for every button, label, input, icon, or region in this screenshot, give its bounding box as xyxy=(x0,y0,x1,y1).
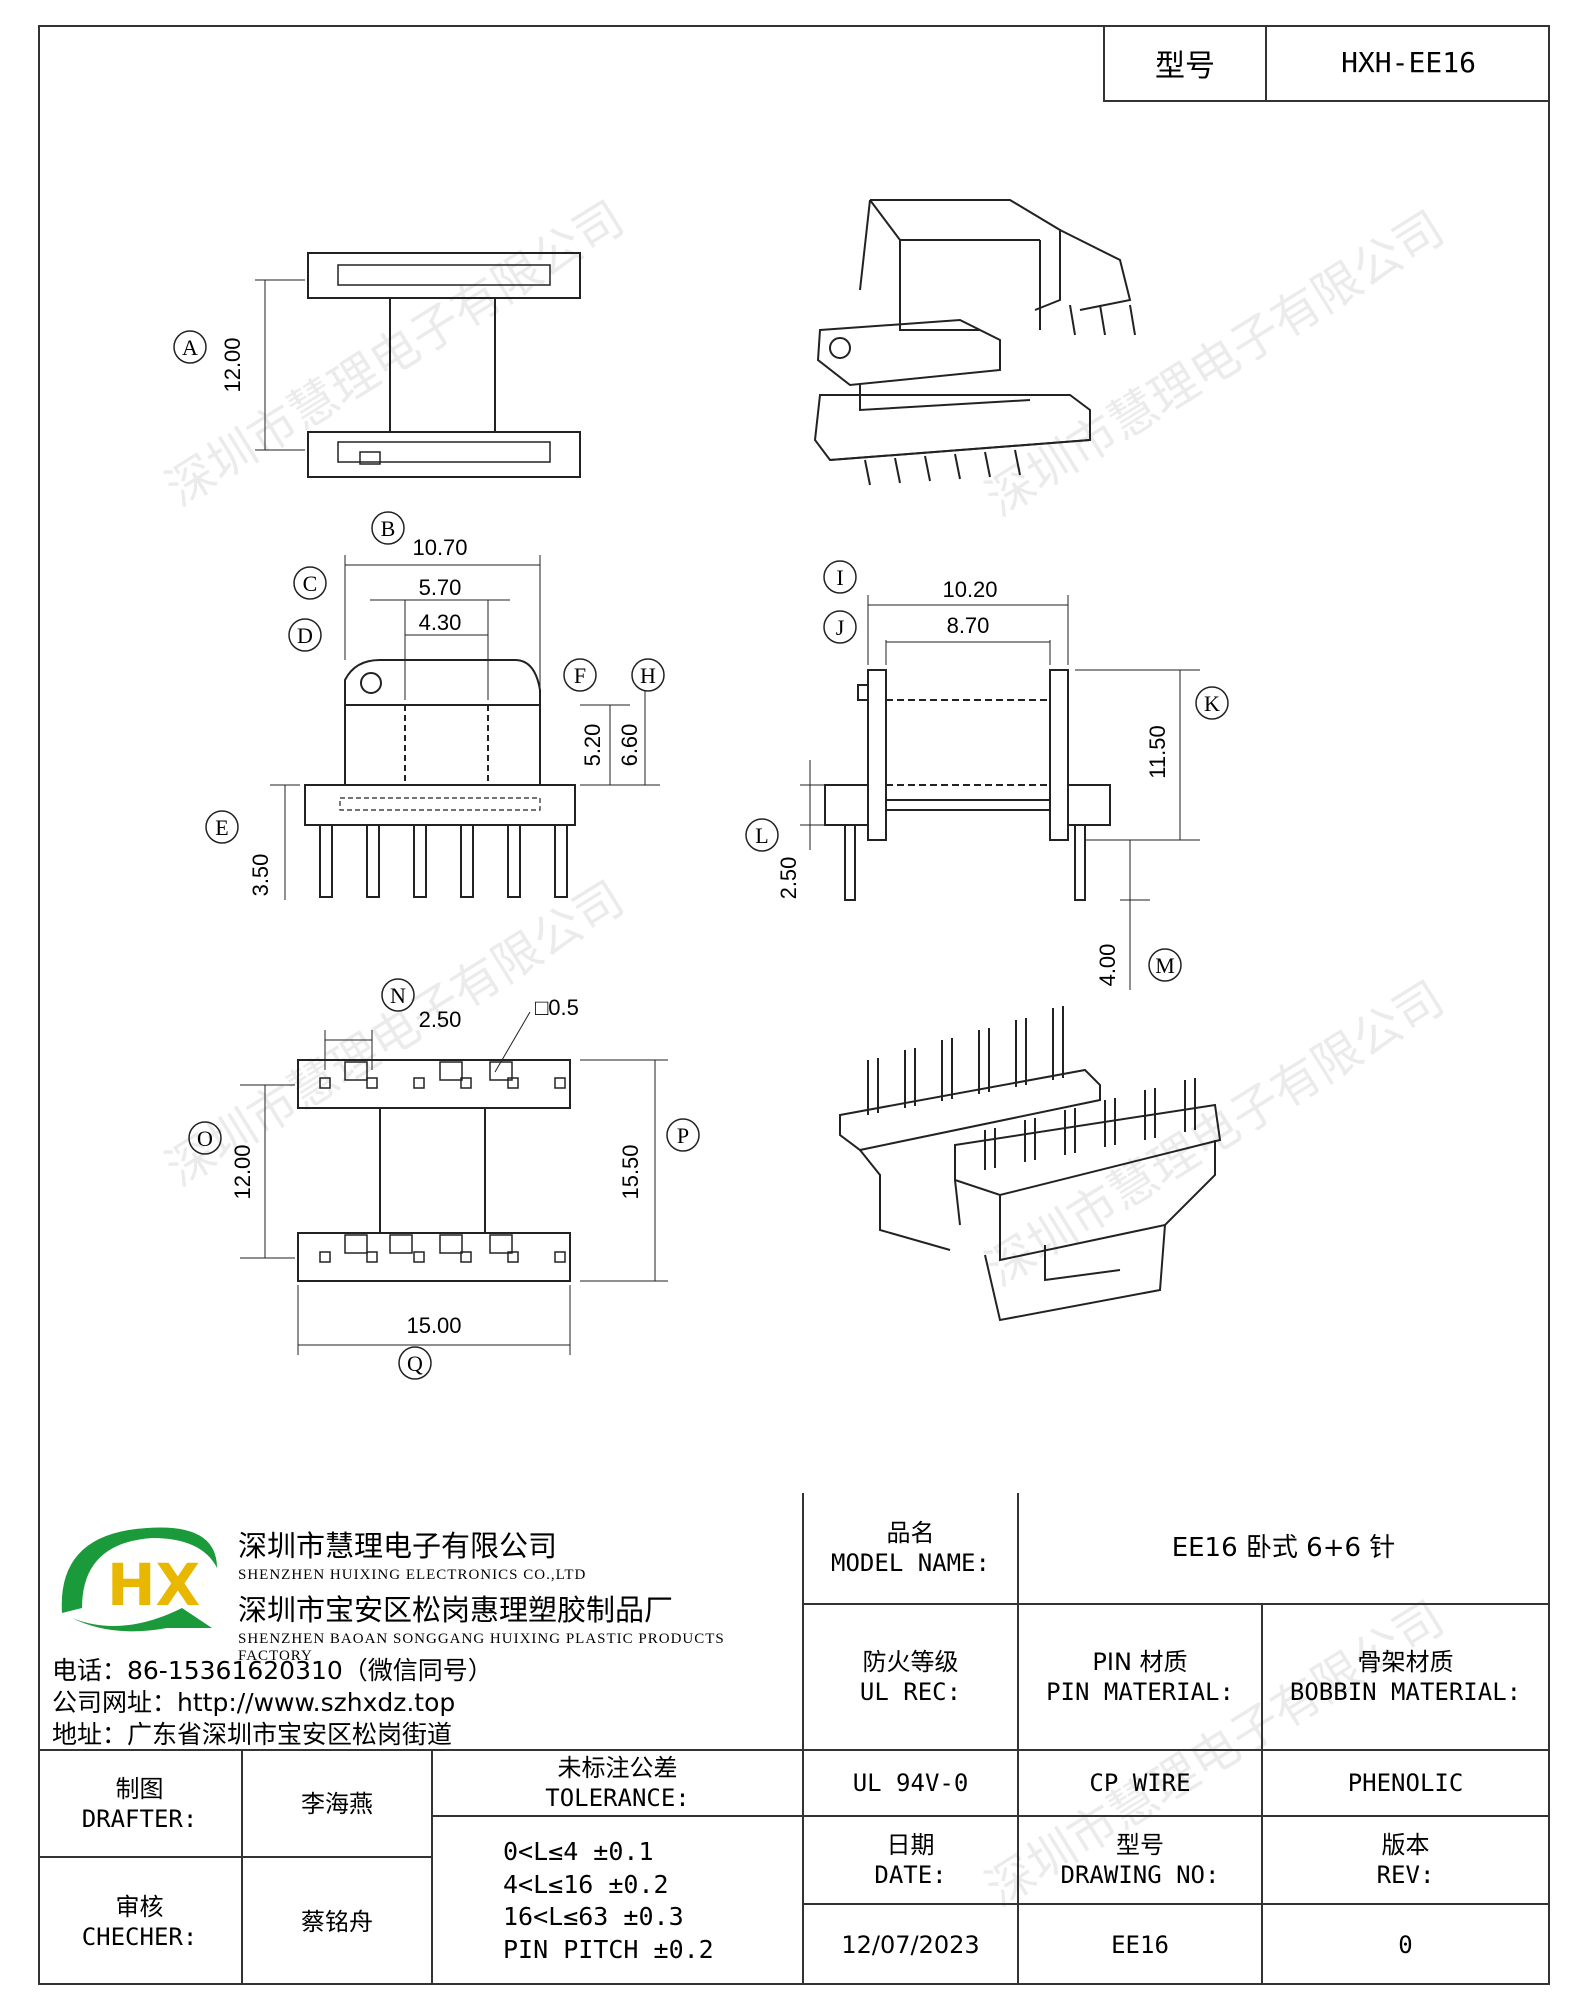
callout-circle-d xyxy=(288,618,322,652)
company-info: HX 深圳市慧理电子有限公司 SHENZHEN HUIXING ELECTRON… xyxy=(38,1493,804,1751)
dim-E-text: 3.50 xyxy=(248,854,273,897)
company-name-cn: 深圳市慧理电子有限公司 xyxy=(238,1529,558,1563)
date-label: 日期 DATE: xyxy=(804,1817,1019,1905)
ul-rec-value: UL 94V-0 xyxy=(804,1751,1019,1817)
dim-H-text: 6.60 xyxy=(617,724,642,767)
view-bottom xyxy=(240,1011,668,1355)
company-website[interactable]: 公司网址：http://www.szhxdz.top xyxy=(52,1688,456,1717)
callout-circle-i xyxy=(823,560,857,594)
callout-circle-h xyxy=(631,658,665,692)
callout-circle-l xyxy=(745,818,779,852)
logo-text: HX xyxy=(107,1551,200,1619)
view-side xyxy=(800,595,1200,990)
date-value: 12/07/2023 xyxy=(804,1905,1019,1985)
technical-drawing: 12.00 xyxy=(173,199,1229,1380)
dim-M-text: 4.00 xyxy=(1095,944,1120,987)
ul-rec-label: 防火等级 UL REC: xyxy=(804,1605,1019,1751)
callout-circle-j xyxy=(823,610,857,644)
pin-material-value: CP WIRE xyxy=(1019,1751,1263,1817)
model-label: 型号 xyxy=(1105,25,1267,100)
dim-C-text: 5.70 xyxy=(419,575,462,600)
view-side-top xyxy=(255,252,581,478)
callout-letter-h: H xyxy=(640,663,656,688)
rev-label: 版本 REV: xyxy=(1263,1817,1550,1905)
callout-circle-e xyxy=(205,810,239,844)
callout-circle-q xyxy=(398,1346,432,1380)
callout-letter-c: C xyxy=(303,571,318,596)
checker-value: 蔡铭舟 xyxy=(243,1858,433,1985)
pin-square-text: □0.5 xyxy=(535,995,579,1020)
callout-circle-m xyxy=(1148,948,1182,982)
callout-letter-f: F xyxy=(574,663,586,688)
callout-circle-b xyxy=(371,511,405,545)
dim-B-text: 10.70 xyxy=(412,535,467,560)
dim-K-text: 11.50 xyxy=(1145,725,1170,778)
callout-letter-l: L xyxy=(755,823,768,848)
drawing-no-label: 型号 DRAWING NO: xyxy=(1019,1817,1263,1905)
dim-F-text: 5.20 xyxy=(580,724,605,767)
callout-circle-n xyxy=(381,978,415,1012)
callout-circle-a xyxy=(173,330,207,364)
callout-letter-e: E xyxy=(215,815,228,840)
model-header: 型号 HXH-EE16 xyxy=(1103,25,1550,102)
callout-circle-k xyxy=(1195,686,1229,720)
dim-A-text: 12.00 xyxy=(220,337,245,392)
bobbin-material-value: PHENOLIC xyxy=(1263,1751,1550,1817)
drawing-no-value: EE16 xyxy=(1019,1905,1263,1985)
pin-material-label: PIN 材质 PIN MATERIAL: xyxy=(1019,1605,1263,1751)
callout-letter-q: Q xyxy=(407,1351,423,1376)
callout-circle-f xyxy=(563,658,597,692)
dim-J-text: 8.70 xyxy=(947,613,990,638)
dim-P-text: 15.50 xyxy=(618,1144,643,1199)
view-front xyxy=(270,555,660,900)
callout-letter-o: O xyxy=(197,1126,213,1151)
bobbin-material-label: 骨架材质 BOBBIN MATERIAL: xyxy=(1263,1605,1550,1751)
dim-N-text: 2.50 xyxy=(419,1007,462,1032)
factory-name-en: SHENZHEN BAOAN SONGGANG HUIXING PLASTIC … xyxy=(238,1631,725,1664)
company-phone: 电话：86-15361620310（微信同号） xyxy=(52,1656,493,1685)
callout-letter-n: N xyxy=(390,983,406,1008)
dim-D-text: 4.30 xyxy=(419,610,462,635)
title-block: HX 深圳市慧理电子有限公司 SHENZHEN HUIXING ELECTRON… xyxy=(38,1493,1550,1985)
callout-letter-a: A xyxy=(182,335,198,360)
rev-value: 0 xyxy=(1263,1905,1550,1985)
callout-letters: A B C D E F H IJ K L M N O P Q xyxy=(173,330,1229,1380)
tolerance-label: 未标注公差 TOLERANCE: xyxy=(433,1751,804,1817)
callout-letter-j: J xyxy=(836,615,845,640)
company-logo-icon: HX xyxy=(61,1527,217,1632)
company-name-en: SHENZHEN HUIXING ELECTRONICS CO.,LTD xyxy=(238,1567,587,1583)
callout-circle-c xyxy=(293,566,327,600)
callout-letter-i: I xyxy=(836,565,843,590)
dim-Q-text: 15.00 xyxy=(406,1313,461,1338)
model-name-value: EE16 卧式 6+6 针 xyxy=(1019,1493,1550,1605)
view-isometric-top xyxy=(813,199,1136,486)
callout-letter-k: K xyxy=(1204,691,1220,716)
dim-O-text: 12.00 xyxy=(230,1144,255,1199)
factory-name-cn: 深圳市宝安区松岗惠理塑胶制品厂 xyxy=(238,1593,674,1627)
view-isometric-bottom xyxy=(839,1006,1222,1322)
dim-L-text: 2.50 xyxy=(776,857,801,900)
model-value: HXH-EE16 xyxy=(1341,46,1476,79)
callout-circle-p xyxy=(666,1118,700,1152)
company-address: 地址：广东省深圳市宝安区松岗街道 xyxy=(52,1720,453,1749)
tolerance-values: 0<L≤4 ±0.1 4<L≤16 ±0.2 16<L≤63 ±0.3 PIN … xyxy=(433,1817,804,1985)
dim-I-text: 10.20 xyxy=(942,577,997,602)
model-name-label: 品名 MODEL NAME: xyxy=(804,1493,1019,1605)
checker-label: 审核 CHECHER: xyxy=(38,1858,243,1985)
drafter-value: 李海燕 xyxy=(243,1751,433,1858)
callout-letter-m: M xyxy=(1155,953,1175,978)
callout-circle-o xyxy=(188,1121,222,1155)
drawing-frame xyxy=(38,25,1550,1985)
callout-letter-p: P xyxy=(677,1123,689,1148)
callout-letter-d: D xyxy=(297,623,313,648)
drafter-label: 制图 DRAFTER: xyxy=(38,1751,243,1858)
callout-letter-b: B xyxy=(381,516,396,541)
